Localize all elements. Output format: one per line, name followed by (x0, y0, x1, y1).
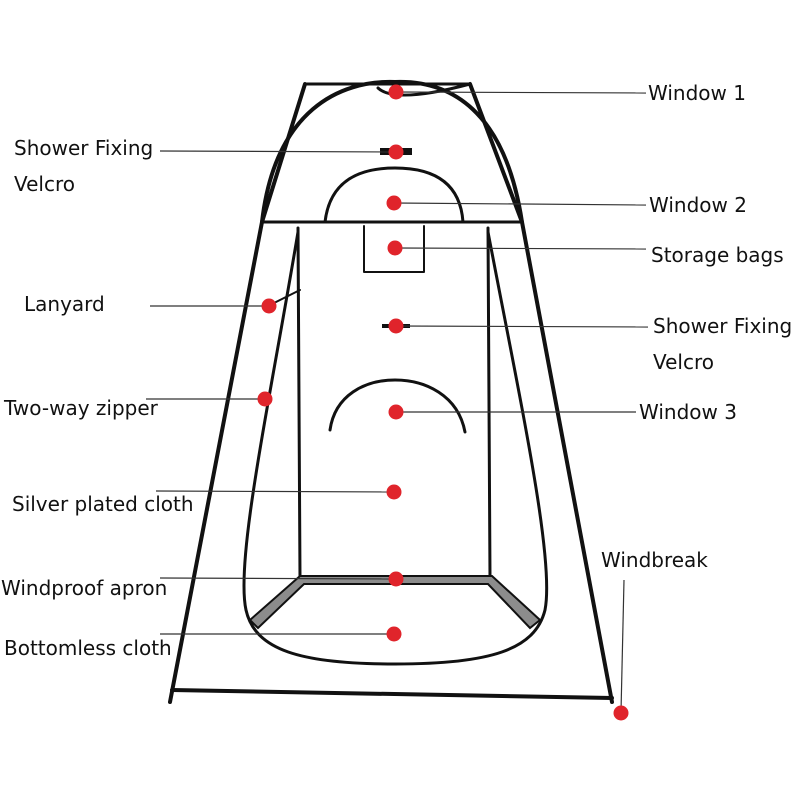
dome-arc (260, 79, 524, 224)
label-window-3: Window 3 (639, 400, 737, 424)
leader-storage-bags (394, 247, 647, 250)
window-2-arc (323, 166, 465, 224)
lanyard-cord (271, 289, 301, 305)
windproof-apron-band (248, 575, 542, 630)
label-lanyard: Lanyard (24, 292, 105, 316)
marker-lanyard (261, 298, 277, 314)
marker-shower-velcro-top (388, 144, 404, 160)
marker-shower-velcro-mid (388, 318, 404, 334)
window-3-arc (328, 378, 467, 434)
markers (257, 84, 629, 721)
label-windbreak: Windbreak (601, 548, 708, 572)
label-shower-velcro-top-2: Velcro (14, 172, 75, 196)
marker-window-3 (388, 404, 404, 420)
inner-panel-sweep (242, 230, 549, 666)
marker-silver-plated-cloth (386, 484, 402, 500)
tent-outline (168, 79, 614, 704)
label-windproof-apron: Windproof apron (1, 576, 167, 600)
label-shower-velcro-mid-2: Velcro (653, 350, 714, 374)
marker-windbreak (613, 705, 629, 721)
label-storage-bags: Storage bags (651, 243, 784, 267)
label-bottomless-cloth: Bottomless cloth (4, 636, 172, 660)
leader-window-2 (393, 202, 647, 206)
marker-two-way-zipper (257, 391, 273, 407)
window-1-arc (376, 82, 472, 97)
leader-window-1 (395, 91, 647, 94)
marker-window-2 (386, 195, 402, 211)
inner-door-frame (296, 226, 492, 580)
label-silver-plated-cloth: Silver plated cloth (12, 492, 194, 516)
label-shower-velcro-top-1: Shower Fixing (14, 136, 153, 160)
leader-windproof-apron (159, 577, 397, 580)
marker-storage-bags (387, 240, 403, 256)
outer-frame-left (168, 82, 307, 704)
marker-windproof-apron (388, 571, 404, 587)
marker-window-1 (388, 84, 404, 100)
leader-windbreak (620, 579, 625, 713)
label-two-way-zipper: Two-way zipper (3, 396, 159, 420)
leader-shower-velcro-mid (395, 325, 649, 328)
storage-bag-pocket (363, 225, 425, 273)
label-window-2: Window 2 (649, 193, 747, 217)
leader-lines (146, 91, 649, 713)
outer-frame-right (468, 82, 614, 704)
leader-shower-velcro-top (159, 150, 397, 153)
label-shower-velcro-mid-1: Shower Fixing (653, 314, 792, 338)
marker-bottomless-cloth (386, 626, 402, 642)
leader-silver-plated-cloth (155, 490, 395, 493)
labels: Window 1 Shower Fixing Velcro Window 2 S… (1, 81, 792, 660)
label-window-1: Window 1 (648, 81, 746, 105)
outer-frame-bottom (170, 688, 614, 700)
